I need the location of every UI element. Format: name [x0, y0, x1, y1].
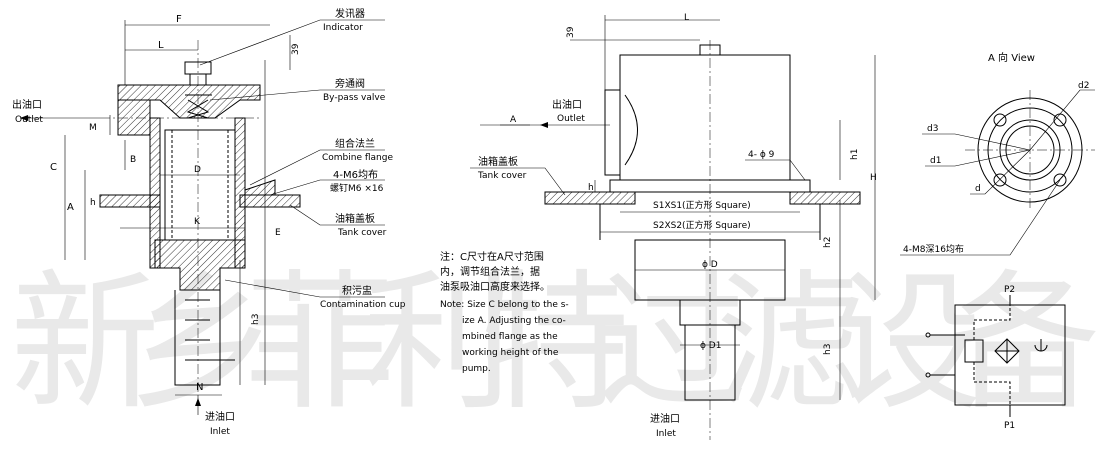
- dim-h: h: [90, 198, 96, 208]
- svg-text:油箱盖板: 油箱盖板: [335, 212, 375, 225]
- dim-h3: h3: [251, 314, 261, 325]
- callout-tank-cover: 油箱盖板 Tank cover: [335, 212, 387, 238]
- svg-text:Note: Size C belong to the s-: Note: Size C belong to the s-: [440, 300, 569, 310]
- a-view-flange: [900, 89, 1095, 256]
- middle-exterior-view: [480, 15, 876, 440]
- a-view-d3: d3: [927, 124, 938, 134]
- dim-K: K: [194, 217, 201, 227]
- outlet-label-en-middle: Outlet: [557, 114, 585, 124]
- s2-dimension: S2XS2(正方形 Square): [653, 219, 751, 231]
- svg-text:内，调节组合法兰，据: 内，调节组合法兰，据: [440, 265, 540, 278]
- dim-39-middle: 39: [566, 26, 576, 38]
- port-p1: P1: [1004, 421, 1015, 431]
- callout-combine-flange: 组合法兰 Combine flange: [322, 137, 393, 163]
- svg-text:旁通阀: 旁通阀: [335, 77, 365, 90]
- tank-cover-label-cn: 油箱盖板: [478, 155, 518, 168]
- svg-text:积污盅: 积污盅: [342, 285, 372, 297]
- outlet-label-cn-middle: 出油口: [552, 98, 582, 111]
- svg-text:发讯器: 发讯器: [335, 7, 365, 20]
- left-section-view: [20, 20, 301, 415]
- dim-M: M: [89, 123, 97, 133]
- a-view-d2: d2: [1078, 81, 1089, 91]
- dim-h-middle: h: [588, 183, 594, 193]
- dim-H: H: [870, 173, 877, 183]
- dim-N: N: [196, 382, 203, 393]
- dim-B: B: [130, 155, 136, 165]
- dim-39: 39: [291, 43, 301, 55]
- dim-A-middle: A: [510, 115, 517, 125]
- svg-text:螺钉M6 ×16: 螺钉M6 ×16: [330, 183, 384, 194]
- callout-bypass-valve: 旁通阀 By-pass valve: [323, 77, 386, 103]
- inlet-label-en: Inlet: [210, 427, 230, 437]
- dim-phi-D: ϕ D: [702, 260, 718, 270]
- inlet-label-cn: 进油口: [205, 410, 235, 423]
- svg-text:油泵吸油口高度来选择。: 油泵吸油口高度来选择。: [440, 280, 550, 293]
- svg-text:注：C尺寸在A尺寸范围: 注：C尺寸在A尺寸范围: [440, 250, 544, 263]
- svg-text:组合法兰: 组合法兰: [335, 137, 375, 150]
- a-view-d1: d1: [930, 156, 941, 166]
- tank-cover-label-en: Tank cover: [477, 171, 527, 181]
- dim-h3-middle: h3: [823, 344, 833, 355]
- dim-A: A: [67, 202, 74, 213]
- svg-text:Combine flange: Combine flange: [322, 153, 393, 163]
- svg-text:Indicator: Indicator: [323, 23, 363, 33]
- dim-L: L: [158, 40, 164, 51]
- dim-holes-4-phi9: 4- ϕ 9: [748, 150, 775, 160]
- svg-text:working height of the: working height of the: [462, 348, 559, 358]
- hydraulic-schematic: [925, 295, 1066, 417]
- svg-text:Contamination cup: Contamination cup: [320, 300, 406, 310]
- dim-L-middle: L: [684, 13, 689, 23]
- a-view-title: A 向 View: [988, 51, 1035, 64]
- port-p2: P2: [1004, 285, 1015, 295]
- outlet-label-cn: 出油口: [12, 98, 42, 111]
- callout-leaders: [199, 19, 385, 298]
- dim-h1: h1: [850, 149, 860, 160]
- a-view-d: d: [975, 184, 981, 194]
- svg-text:By-pass valve: By-pass valve: [323, 93, 386, 103]
- svg-text:mbined flange as the: mbined flange as the: [462, 332, 558, 342]
- a-view-holes: 4-M8深16均布: [903, 243, 964, 255]
- dim-F: F: [176, 14, 182, 25]
- dim-C: C: [50, 162, 57, 173]
- dim-E: E: [275, 228, 281, 238]
- callout-contamination-cup: 积污盅 Contamination cup: [320, 285, 406, 310]
- svg-text:Tank cover: Tank cover: [337, 228, 387, 238]
- svg-text:ize A. Adjusting the co-: ize A. Adjusting the co-: [462, 316, 566, 326]
- note-block: 注：C尺寸在A尺寸范围 内，调节组合法兰，据 油泵吸油口高度来选择。 Note:…: [440, 250, 569, 374]
- watermark: 新乡菲利特过滤设备: [10, 257, 1100, 431]
- s1-dimension: S1XS1(正方形 Square): [653, 199, 751, 211]
- callout-indicator: 发讯器 Indicator: [323, 7, 365, 33]
- outlet-label-en: Outlet: [15, 115, 43, 125]
- inlet-label-cn-middle: 进油口: [650, 412, 680, 425]
- svg-text:4-M6均布: 4-M6均布: [333, 169, 378, 181]
- dim-phi-D1: ϕ D1: [700, 341, 721, 351]
- svg-text:pump.: pump.: [462, 364, 491, 374]
- dim-h2: h2: [823, 237, 833, 248]
- dim-D: D: [194, 165, 201, 175]
- inlet-label-en-middle: Inlet: [656, 429, 676, 439]
